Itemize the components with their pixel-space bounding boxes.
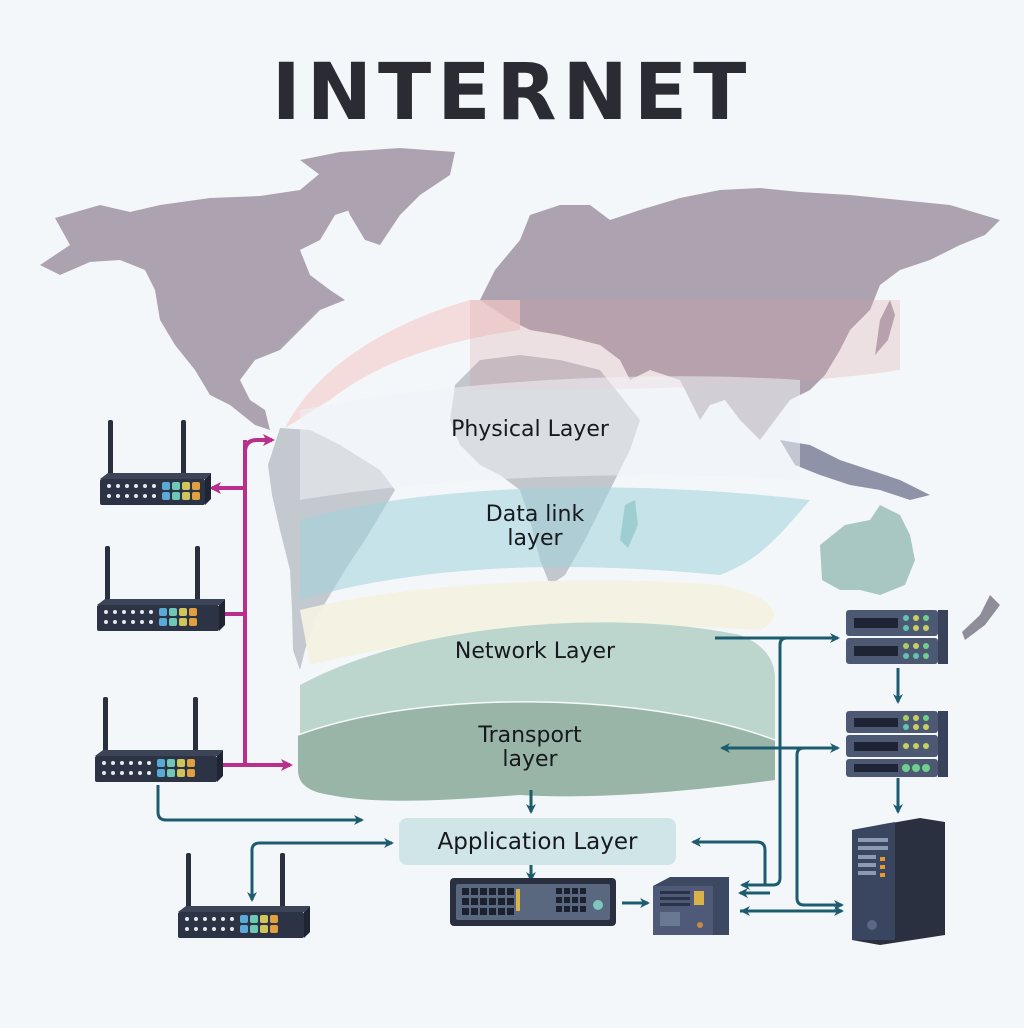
ethernet-port-icon bbox=[462, 898, 469, 905]
gateway-box[interactable] bbox=[653, 877, 729, 935]
application-layer-label: Application Layer bbox=[437, 828, 638, 855]
islands-japan bbox=[875, 300, 895, 355]
network-switch[interactable] bbox=[450, 878, 616, 926]
ethernet-port-icon bbox=[480, 888, 487, 895]
data-link-layer-label-line-1: Data link bbox=[485, 502, 585, 527]
application-layer-box[interactable]: Application Layer bbox=[399, 818, 676, 865]
transport-layer-shape bbox=[298, 701, 775, 801]
ethernet-port-icon bbox=[480, 908, 487, 915]
island-new-zealand bbox=[962, 595, 1000, 640]
teal-links bbox=[156, 633, 903, 916]
routers-group bbox=[95, 420, 310, 938]
ethernet-port-icon bbox=[498, 908, 505, 915]
ethernet-port-icon bbox=[507, 888, 514, 895]
ethernet-port-icon bbox=[489, 888, 496, 895]
antenna-icon bbox=[193, 697, 198, 754]
ethernet-port-icon bbox=[507, 908, 514, 915]
page-title: INTERNET bbox=[271, 48, 753, 138]
tower-server[interactable] bbox=[852, 818, 945, 945]
magenta-links bbox=[209, 434, 293, 771]
antenna-icon bbox=[108, 420, 113, 477]
wireless-router-2[interactable] bbox=[97, 546, 225, 631]
ethernet-port-icon bbox=[471, 888, 478, 895]
power-button-icon bbox=[867, 920, 877, 930]
ethernet-port-icon bbox=[498, 898, 505, 905]
link-gateway-to-app bbox=[691, 837, 767, 885]
ethernet-port-icon bbox=[507, 898, 514, 905]
ethernet-port-icon bbox=[489, 898, 496, 905]
cream-layer-band bbox=[300, 580, 775, 665]
transport-layer-label-line-1: Transport bbox=[478, 723, 582, 748]
transport-layer-rim bbox=[297, 701, 776, 741]
status-indicator-icon bbox=[593, 900, 603, 910]
link-trunk-a bbox=[742, 636, 788, 885]
continent-greenland bbox=[300, 148, 455, 245]
physical-layer-band bbox=[300, 376, 800, 500]
transport-layer-label-line-2: layer bbox=[502, 747, 558, 772]
continent-north-america bbox=[40, 160, 430, 430]
antenna-icon bbox=[280, 853, 285, 910]
ethernet-port-icon bbox=[462, 908, 469, 915]
continent-australia bbox=[820, 505, 915, 595]
antenna-icon bbox=[181, 420, 186, 477]
ethernet-port-icon bbox=[498, 888, 505, 895]
link-router3-to-app bbox=[156, 785, 364, 825]
continent-eurasia bbox=[480, 188, 1000, 440]
status-leds-icon bbox=[902, 715, 930, 772]
antenna-icon bbox=[103, 697, 108, 754]
link-trunk-b bbox=[795, 755, 844, 910]
wireless-router-3[interactable] bbox=[95, 697, 223, 782]
ethernet-port-icon bbox=[471, 898, 478, 905]
physical-layer-label: Physical Layer bbox=[451, 417, 609, 442]
wireless-router-1[interactable] bbox=[100, 420, 211, 505]
rack-server-1[interactable] bbox=[846, 610, 948, 664]
magenta-link-to-americas bbox=[243, 434, 275, 453]
link-router4-to-app bbox=[250, 838, 394, 900]
antenna-icon bbox=[105, 546, 110, 603]
status-leds-icon bbox=[903, 615, 929, 659]
ethernet-port-icon bbox=[462, 888, 469, 895]
link-server2-fork bbox=[795, 743, 840, 756]
data-link-layer-label: Data link layer bbox=[435, 503, 635, 551]
ethernet-port-icon bbox=[480, 898, 487, 905]
ethernet-port-icon bbox=[471, 908, 478, 915]
transport-layer-label: Transport layer bbox=[430, 724, 630, 772]
antenna-icon bbox=[186, 853, 191, 910]
data-link-layer-band bbox=[300, 487, 810, 600]
data-link-layer-label-line-2: layer bbox=[507, 526, 563, 551]
ethernet-port-icon bbox=[489, 908, 496, 915]
physical-band-overlay bbox=[470, 300, 900, 390]
wireless-router-4[interactable] bbox=[178, 853, 310, 938]
network-layer-label: Network Layer bbox=[454, 639, 616, 664]
islands-indonesia bbox=[780, 440, 930, 500]
world-map bbox=[40, 148, 1000, 500]
physical-layer-arc bbox=[285, 300, 520, 428]
rack-server-2[interactable] bbox=[846, 711, 948, 777]
antenna-icon bbox=[195, 546, 200, 603]
